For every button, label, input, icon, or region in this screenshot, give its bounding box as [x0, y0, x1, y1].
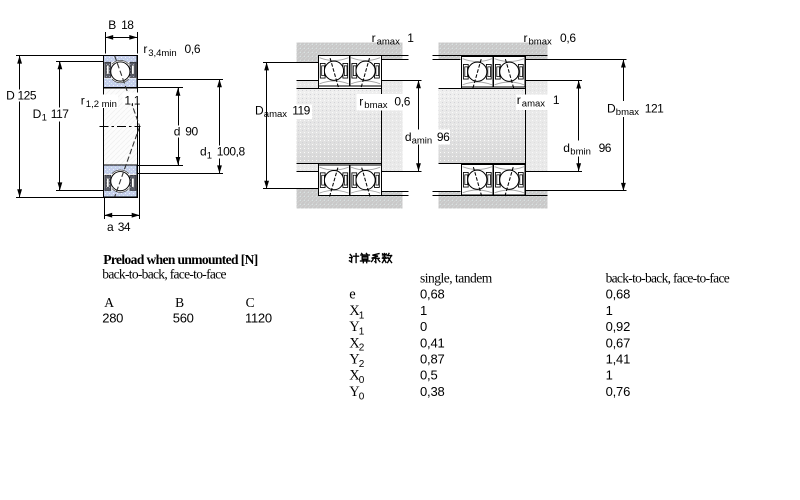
svg-text:1,2 min: 1,2 min — [86, 99, 117, 110]
svg-text:0,68: 0,68 — [606, 287, 631, 302]
svg-text:1: 1 — [407, 31, 414, 45]
svg-text:0,5: 0,5 — [420, 368, 437, 383]
svg-text:C: C — [246, 295, 255, 310]
svg-text:96: 96 — [437, 130, 450, 144]
svg-text:0: 0 — [420, 319, 427, 334]
svg-text:r: r — [81, 93, 85, 107]
svg-text:1120: 1120 — [245, 311, 272, 326]
svg-text:B: B — [108, 18, 116, 32]
svg-text:single, tandem: single, tandem — [420, 270, 493, 285]
svg-text:1: 1 — [606, 303, 613, 318]
svg-text:18: 18 — [121, 18, 134, 32]
svg-text:119: 119 — [292, 103, 310, 117]
svg-text:Y: Y — [349, 319, 360, 335]
svg-text:1: 1 — [42, 113, 47, 124]
svg-text:bmax: bmax — [529, 37, 552, 48]
svg-text:0,6: 0,6 — [394, 95, 410, 109]
svg-text:121: 121 — [645, 102, 664, 116]
svg-text:1: 1 — [553, 93, 560, 107]
svg-text:1,1: 1,1 — [124, 93, 140, 107]
svg-text:Y: Y — [349, 352, 360, 368]
svg-text:1: 1 — [420, 303, 427, 318]
svg-text:0,76: 0,76 — [606, 384, 631, 399]
svg-text:A: A — [104, 295, 114, 310]
svg-text:r: r — [517, 93, 521, 107]
svg-text:280: 280 — [102, 311, 123, 326]
svg-text:X: X — [349, 335, 360, 351]
svg-text:D: D — [607, 102, 616, 116]
svg-text:0,68: 0,68 — [420, 287, 445, 302]
svg-text:Preload when unmounted [N]: Preload when unmounted [N] — [103, 252, 257, 267]
svg-text:0,41: 0,41 — [420, 335, 445, 350]
svg-text:0,6: 0,6 — [185, 42, 201, 56]
svg-text:r: r — [524, 31, 528, 45]
svg-text:r: r — [359, 95, 363, 109]
svg-text:3,4min: 3,4min — [148, 48, 177, 59]
svg-text:560: 560 — [173, 311, 194, 326]
svg-text:2: 2 — [359, 359, 365, 370]
svg-text:r: r — [372, 31, 376, 45]
svg-text:r: r — [143, 42, 147, 56]
svg-text:a: a — [107, 220, 114, 234]
svg-text:e: e — [349, 287, 355, 303]
svg-text:1: 1 — [359, 327, 365, 338]
svg-text:1: 1 — [207, 150, 212, 161]
svg-text:125: 125 — [18, 89, 37, 103]
svg-text:0,87: 0,87 — [420, 352, 445, 367]
svg-text:amax: amax — [377, 37, 400, 48]
svg-text:D: D — [255, 103, 264, 117]
svg-text:96: 96 — [599, 141, 612, 155]
svg-text:amax: amax — [522, 99, 545, 110]
svg-text:back-to-back, face-to-face: back-to-back, face-to-face — [102, 266, 226, 281]
svg-text:d: d — [563, 141, 570, 155]
svg-text:34: 34 — [118, 220, 131, 234]
svg-text:0,67: 0,67 — [606, 335, 631, 350]
svg-text:d: d — [174, 125, 181, 139]
svg-text:D: D — [6, 89, 15, 103]
svg-text:bmax: bmax — [616, 107, 639, 118]
svg-text:0: 0 — [359, 375, 365, 386]
svg-text:d: d — [405, 130, 412, 144]
svg-text:0,6: 0,6 — [560, 31, 576, 45]
svg-text:amin: amin — [412, 136, 433, 147]
svg-text:B: B — [175, 295, 184, 310]
svg-text:1: 1 — [359, 310, 365, 321]
svg-text:0,92: 0,92 — [606, 319, 631, 334]
svg-text:bmax: bmax — [364, 100, 387, 111]
svg-text:1,41: 1,41 — [606, 352, 631, 367]
svg-text:1: 1 — [606, 368, 613, 383]
svg-text:X: X — [349, 303, 360, 319]
svg-text:100,8: 100,8 — [217, 145, 246, 159]
svg-text:bmin: bmin — [570, 147, 591, 158]
svg-text:D: D — [33, 107, 42, 121]
svg-text:117: 117 — [51, 107, 69, 121]
svg-text:back-to-back, face-to-face: back-to-back, face-to-face — [606, 270, 730, 285]
svg-text:X: X — [349, 368, 360, 384]
svg-text:amax: amax — [264, 109, 287, 120]
svg-text:Y: Y — [349, 384, 360, 400]
svg-text:2: 2 — [359, 343, 365, 354]
svg-text:0: 0 — [359, 391, 365, 402]
svg-text:90: 90 — [185, 125, 198, 139]
svg-text:0,38: 0,38 — [420, 384, 445, 399]
svg-text:d: d — [200, 145, 207, 159]
